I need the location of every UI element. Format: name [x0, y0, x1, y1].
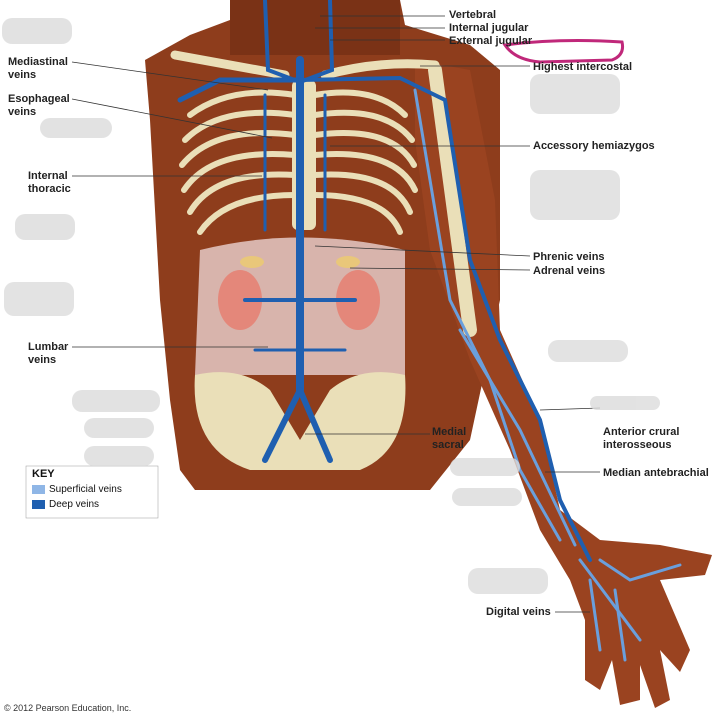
- label-vertebral: Vertebral: [449, 9, 497, 21]
- label-highest-intercostal: Highest intercostal: [533, 61, 633, 73]
- label-accessory-hemiazygos: Accessory hemiazygos: [533, 140, 655, 152]
- neck: [230, 0, 400, 55]
- label-adrenal-veins: Adrenal veins: [533, 265, 606, 277]
- key-row-superficial: Superficial veins: [32, 484, 122, 495]
- key-box: [25, 465, 159, 519]
- left-adrenal: [240, 256, 264, 268]
- key-deep-label: Deep veins: [49, 499, 100, 510]
- label-medial-sacral: Medial sacral: [432, 426, 467, 451]
- rib-cage: [179, 89, 418, 235]
- label-median-antebrachial: Median antebrachial: [603, 467, 709, 479]
- superficial-veins: [413, 88, 682, 662]
- blank-label-placeholders: [2, 18, 660, 594]
- label-lumbar-veins: Lumbar veins: [28, 341, 69, 366]
- superficial-swatch: [32, 484, 45, 494]
- humerus: [428, 63, 477, 337]
- label-internal-jugular: Internal jugular: [449, 22, 529, 34]
- key-title: KEY: [32, 468, 55, 480]
- deep-swatch: [32, 499, 45, 509]
- right-adrenal: [336, 256, 360, 268]
- label-phrenic-veins: Phrenic veins: [533, 251, 605, 263]
- key-superficial-label: Superficial veins: [49, 484, 122, 495]
- pelvis: [194, 372, 406, 470]
- left-kidney: [218, 270, 262, 330]
- arm-silhouette: [415, 60, 712, 708]
- label-mediastinal-veins: Mediastinal veins: [8, 56, 68, 81]
- label-anterior-crural-interosseous: Anterior crural interosseous: [603, 426, 680, 451]
- label-digital-veins: Digital veins: [486, 606, 551, 618]
- handwritten-annotation: [502, 39, 624, 64]
- copyright-notice: © 2012 Pearson Education, Inc.: [4, 703, 132, 713]
- right-kidney: [336, 270, 380, 330]
- legend-key: KEY Superficial veins Deep veins: [28, 466, 158, 518]
- key-row-deep: Deep veins: [32, 499, 99, 510]
- label-internal-thoracic: Internal thoracic: [28, 170, 71, 195]
- label-external-jugular: External jugular: [449, 35, 533, 47]
- clavicle-right: [320, 59, 440, 80]
- label-esophageal-veins: Esophageal veins: [8, 93, 70, 118]
- deep-veins: [177, 0, 592, 562]
- leader-lines: [71, 15, 601, 613]
